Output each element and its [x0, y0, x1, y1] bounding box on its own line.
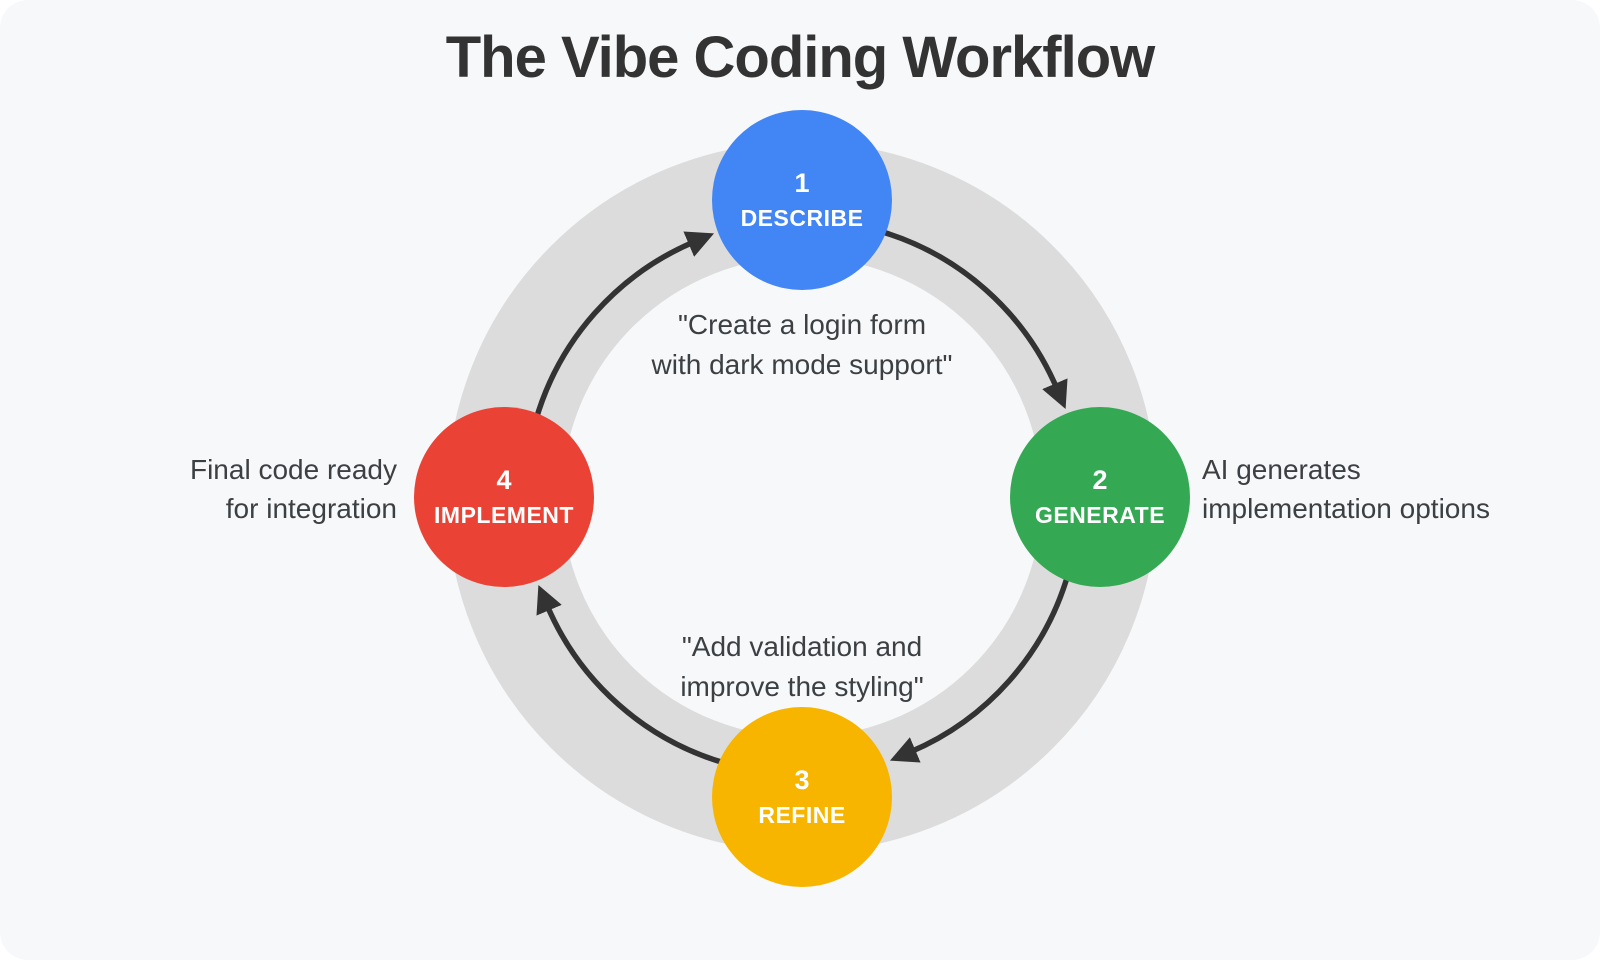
step-circle-describe: 1 DESCRIBE: [712, 110, 892, 290]
arrow-implement-to-describe-icon: [533, 231, 715, 422]
describe-prompt-line2: with dark mode support": [651, 349, 953, 380]
step-label: IMPLEMENT: [434, 502, 574, 528]
implement-note-line1: Final code ready: [189, 454, 397, 485]
step-label: REFINE: [758, 802, 846, 828]
step-label: DESCRIBE: [740, 205, 864, 231]
refine-prompt-line1: "Add validation and: [681, 631, 923, 662]
arrow-generate-to-refine-icon: [889, 572, 1071, 763]
describe-prompt-line1: "Create a login form: [677, 309, 927, 340]
generate-note-line1: AI generates: [1202, 454, 1361, 485]
step-circle-refine: 3 REFINE: [712, 707, 892, 887]
arrow-describe-to-generate-icon: [877, 228, 1068, 410]
step-number: 3: [794, 765, 810, 795]
generate-note-line2: implementation options: [1202, 493, 1490, 524]
refine-prompt-line2: improve the styling": [680, 671, 924, 702]
step-circle-generate: 2 GENERATE: [1010, 407, 1190, 587]
implement-note-line2: for integration: [225, 493, 397, 524]
implement-note-text: Final code ready for integration: [57, 450, 397, 528]
arrow-refine-to-implement-icon: [536, 584, 727, 766]
page-title: The Vibe Coding Workflow: [445, 25, 1156, 90]
describe-prompt-text: "Create a login form with dark mode supp…: [552, 305, 1052, 385]
step-label: GENERATE: [1034, 502, 1166, 528]
step-number: 1: [794, 168, 810, 198]
generate-note-text: AI generates implementation options: [1202, 450, 1542, 528]
refine-prompt-text: "Add validation and improve the styling": [552, 627, 1052, 707]
step-number: 2: [1092, 465, 1108, 495]
step-circle-implement: 4 IMPLEMENT: [414, 407, 594, 587]
step-number: 4: [496, 465, 512, 495]
